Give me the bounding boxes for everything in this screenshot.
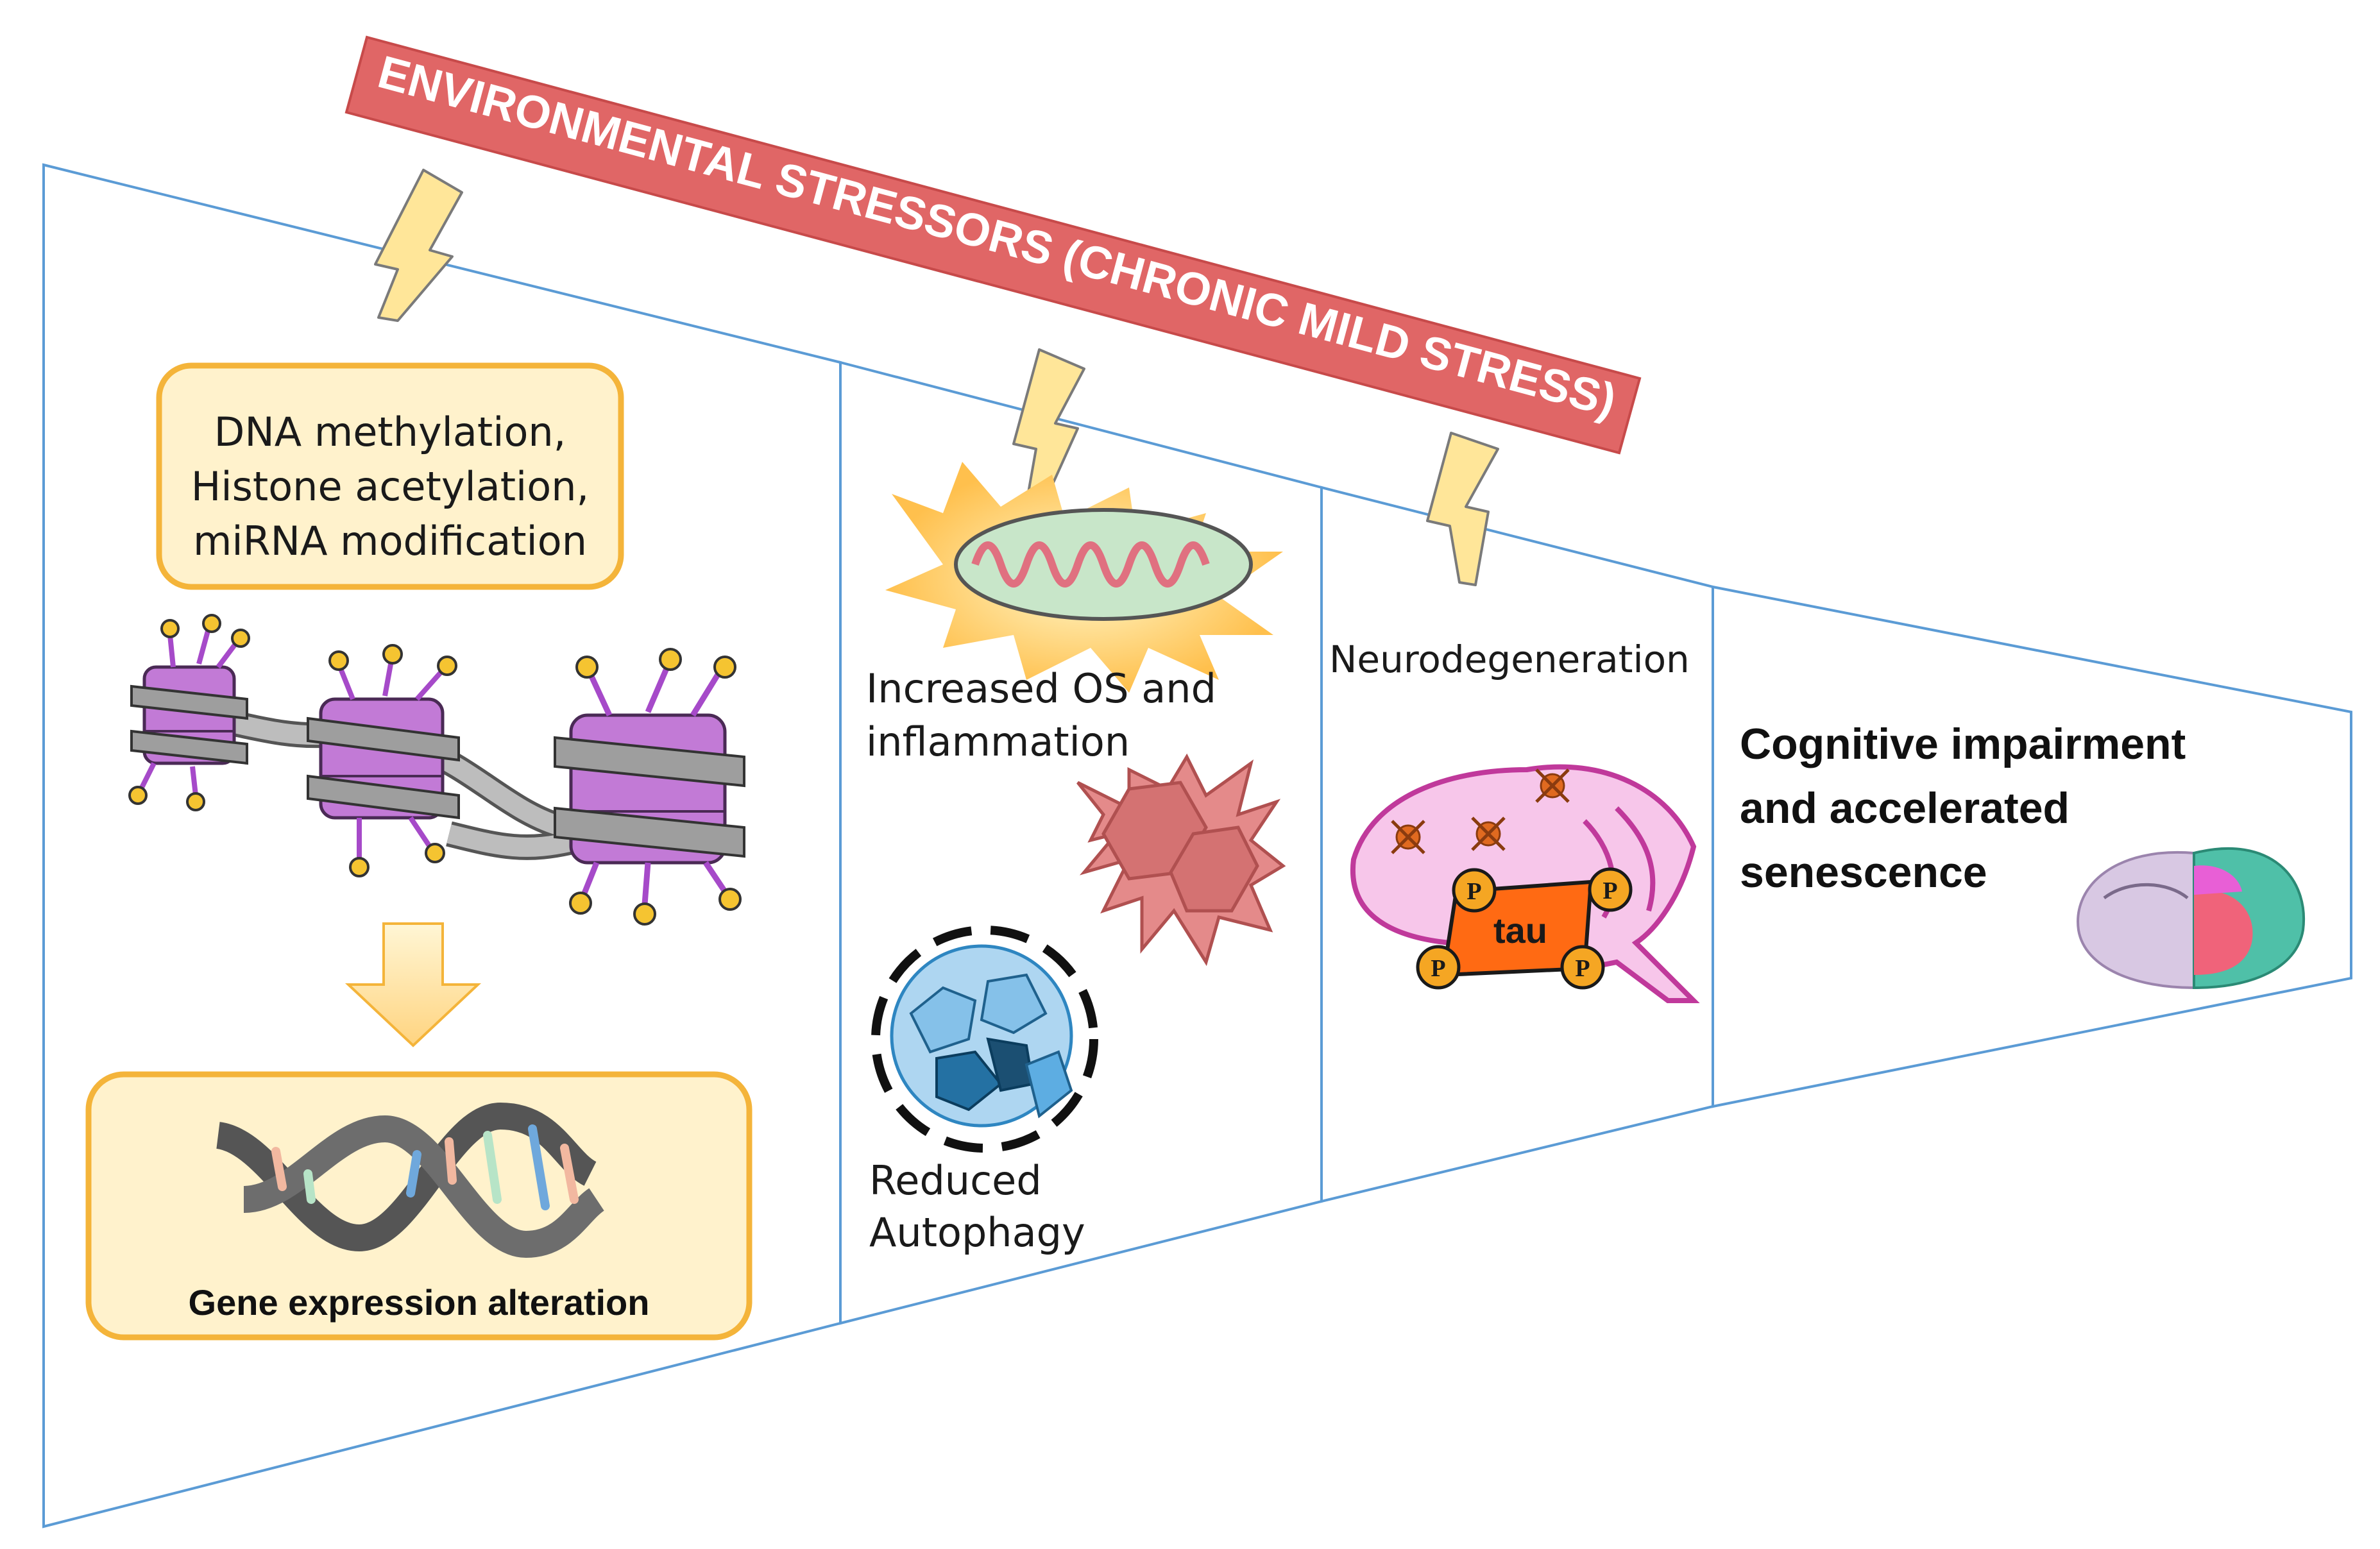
lightning-icon-1 — [374, 169, 463, 322]
epigenetic-line-2: Histone acetylation, — [191, 463, 589, 510]
gene-expression-label: Gene expression alteration — [189, 1282, 650, 1323]
phospho-label-3: P — [1431, 955, 1445, 982]
phospho-label-4: P — [1575, 955, 1590, 982]
dna-helix-icon — [215, 1102, 605, 1258]
os-inflammation-line-1: Increased OS and — [866, 665, 1216, 712]
outcome-line-2: and accelerated — [1740, 784, 2070, 833]
phospho-label-1: P — [1466, 878, 1481, 905]
nucleosome-2 — [307, 697, 460, 820]
autophagosome-icon — [871, 926, 1098, 1153]
epigenetic-box: DNA methylation, Histone acetylation, mi… — [156, 362, 624, 590]
lightning-icons — [374, 169, 1499, 586]
phospho-markers — [1416, 867, 1633, 990]
down-arrow-icon — [344, 922, 482, 1047]
os-inflammation-line-2: inflammation — [866, 718, 1130, 765]
autophagy-line-2: Autophagy — [869, 1209, 1085, 1256]
brain-section-icon — [2077, 847, 2306, 990]
autophagy-line-1: Reduced — [869, 1157, 1042, 1204]
histone-tails — [128, 614, 742, 926]
epigenetic-line-3: miRNA modification — [193, 518, 587, 564]
panel-cognitive — [1712, 585, 2352, 1108]
mitochondrion-icon — [885, 462, 1283, 693]
nucleosome-1 — [130, 665, 248, 765]
brain-tau-icon: tau P P P P — [1350, 764, 1700, 1003]
phospho-label-2: P — [1602, 877, 1617, 904]
inflammation-cluster-icon — [1076, 753, 1286, 967]
neurodegeneration-title: Neurodegeneration — [1329, 638, 1690, 681]
chromatin-illustration — [128, 614, 745, 926]
lightning-icon-3 — [1426, 432, 1499, 586]
outcome-line-1: Cognitive impairment — [1740, 720, 2186, 768]
epigenetic-line-1: DNA methylation, — [214, 409, 566, 455]
neuron-icons — [1391, 768, 1570, 854]
tau-label: tau — [1493, 910, 1547, 951]
outcome-line-3: senescence — [1740, 848, 1987, 897]
nucleosome-3 — [554, 713, 745, 865]
gene-expression-box: Gene expression alteration — [85, 1071, 752, 1341]
